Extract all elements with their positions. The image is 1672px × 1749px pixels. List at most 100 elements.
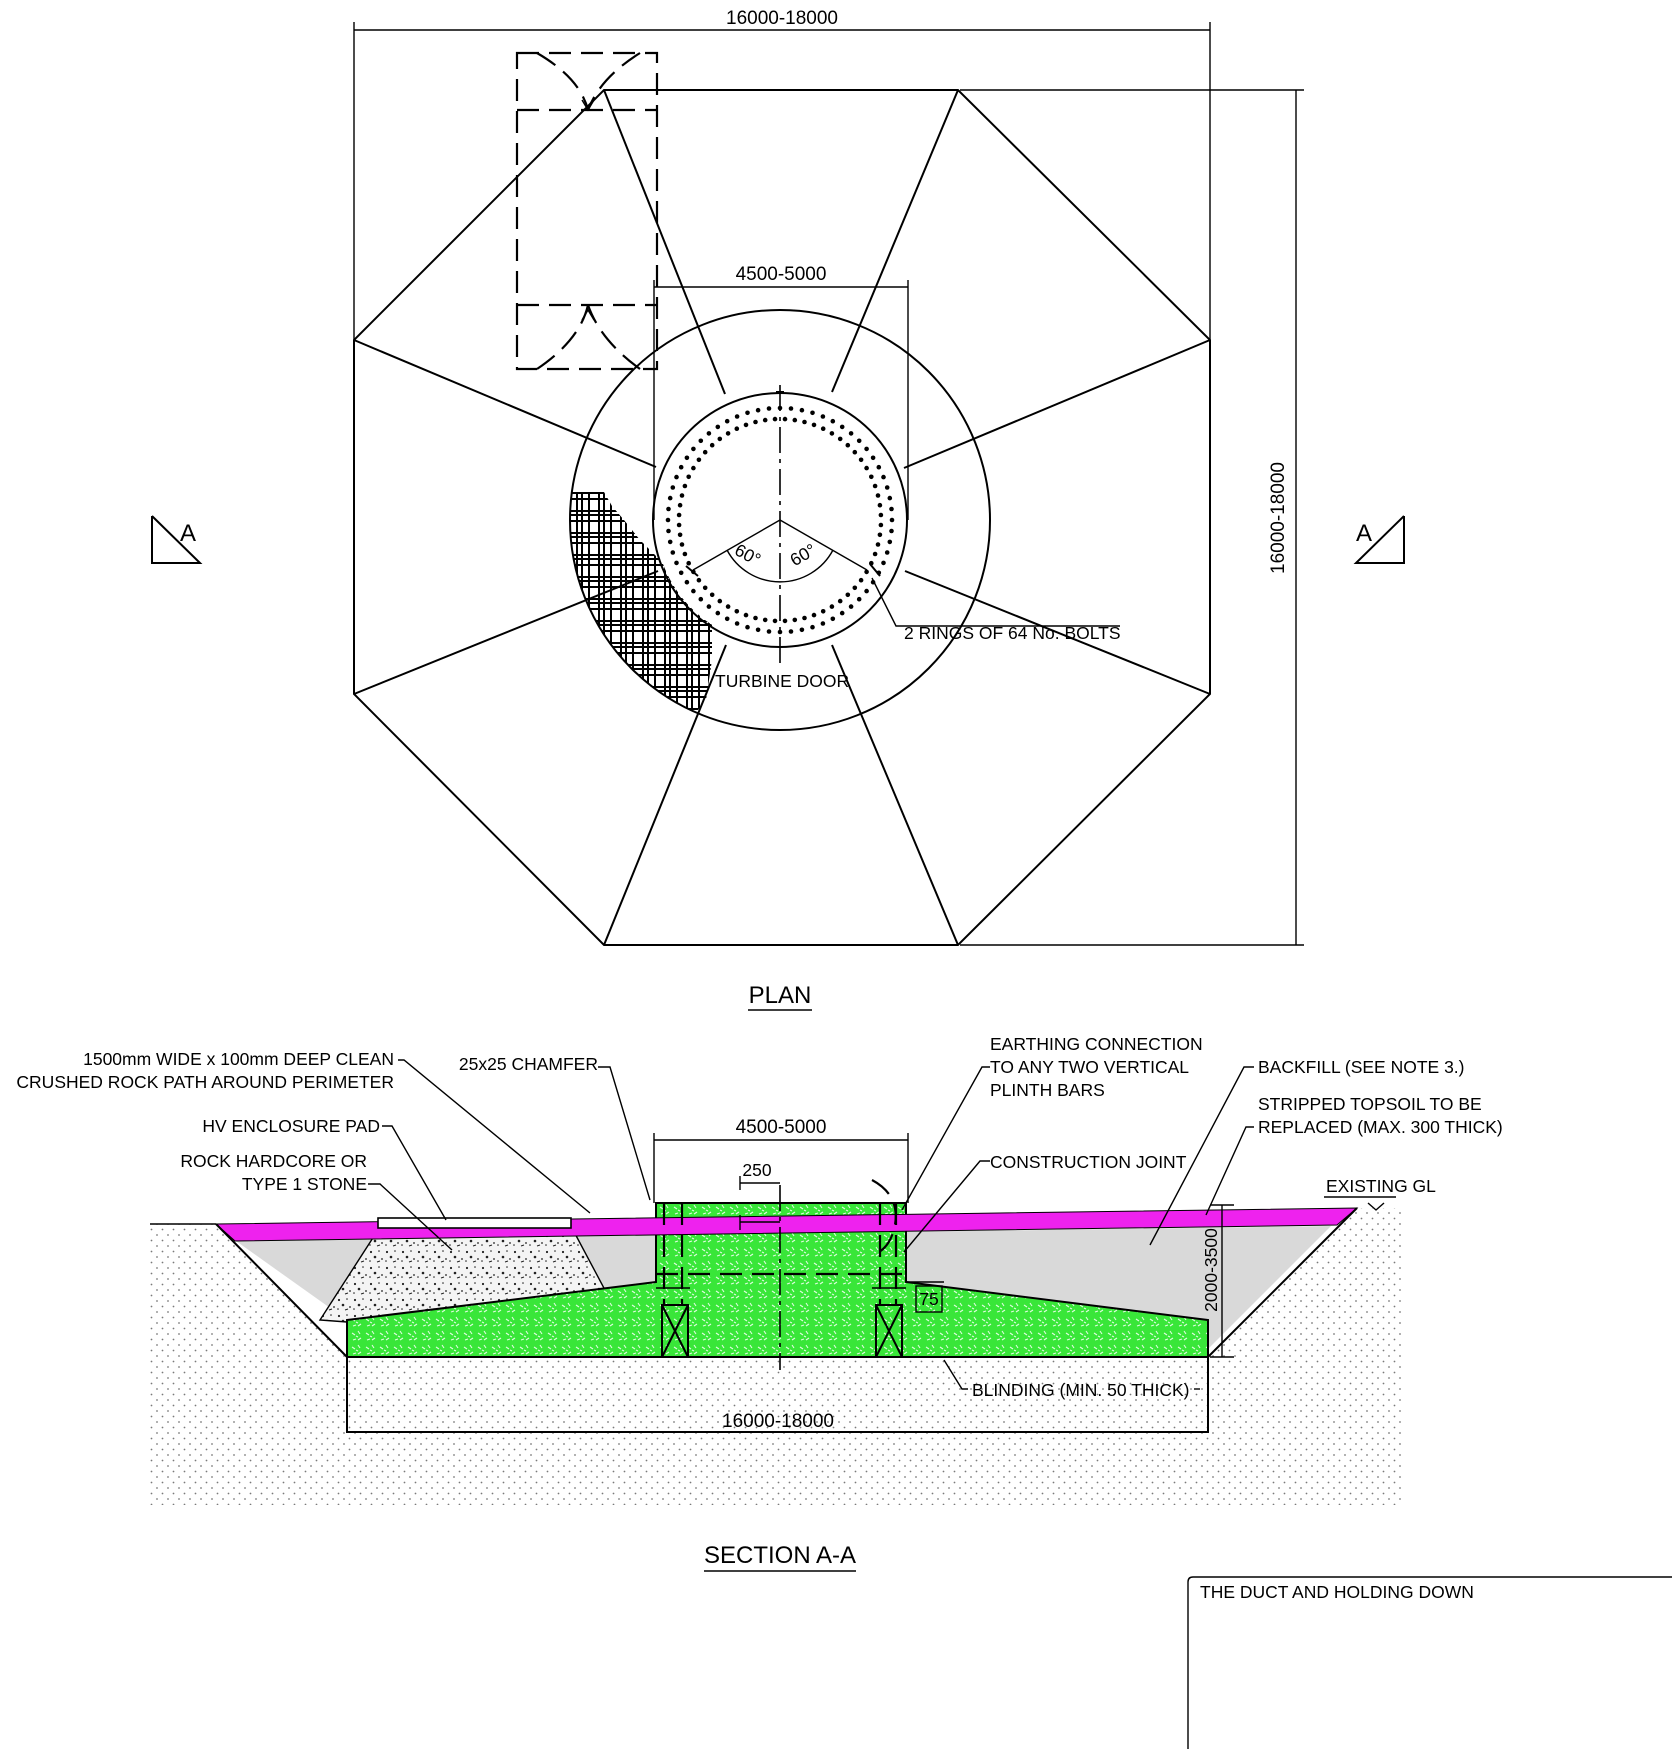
bolt: [858, 577, 864, 583]
base-circle: [569, 309, 991, 731]
bolt: [678, 464, 684, 470]
bolt: [679, 493, 685, 498]
bolt: [887, 495, 893, 501]
section-leaders: [368, 1059, 1396, 1390]
bolt: [684, 455, 690, 461]
bolt: [743, 612, 749, 618]
dim-250-label: 250: [742, 1160, 771, 1180]
hardcore-label-line2: TYPE 1 STONE: [242, 1174, 367, 1194]
dim-250: 250: [739, 1160, 780, 1190]
bolt: [667, 539, 673, 545]
bolt: [715, 610, 721, 616]
bolt: [782, 618, 788, 624]
bolt: [682, 551, 688, 557]
bolt: [877, 502, 883, 508]
bolt: [852, 449, 858, 455]
path-label-line2: CRUSHED ROCK PATH AROUND PERIMETER: [16, 1072, 394, 1092]
bolt: [724, 616, 730, 622]
bolt: [734, 621, 740, 626]
bolt: [691, 588, 696, 594]
backfill-label: BACKFILL (SEE NOTE 3.): [1258, 1057, 1465, 1077]
bolt: [670, 485, 676, 490]
stripped-topsoil: [214, 1207, 1359, 1242]
bolt: [875, 542, 881, 547]
bolt: [670, 550, 676, 555]
bolt: [755, 407, 761, 413]
bolt: [878, 522, 884, 528]
bolt: [696, 577, 702, 583]
bolt: [788, 629, 794, 634]
plan-width-dimension: 16000-18000: [353, 8, 1211, 340]
bolt: [839, 424, 845, 430]
bolt: [725, 431, 731, 436]
bolt: [734, 414, 740, 419]
bolt: [884, 550, 890, 555]
bolt: [884, 485, 890, 490]
bolt: [766, 406, 772, 411]
bolt: [864, 588, 869, 594]
bolt: [755, 627, 761, 633]
plan-plinth-dimension: 4500-5000: [653, 264, 909, 520]
bolt: [864, 465, 869, 471]
bolt: [864, 569, 869, 575]
note-box: THE DUCT AND HOLDING DOWN: [1187, 1576, 1672, 1749]
bolt: [887, 539, 893, 545]
bolt: [772, 416, 778, 422]
bolt: [829, 431, 835, 436]
bolt: [702, 449, 708, 455]
bolt: [858, 457, 864, 463]
bolt: [715, 424, 721, 430]
bolt: [734, 609, 740, 614]
bolt: [691, 465, 696, 471]
bolt: [696, 457, 702, 463]
hv-pad-label: HV ENCLOSURE PAD: [202, 1116, 380, 1136]
bolt: [745, 624, 750, 630]
existing-gl-label: EXISTING GL: [1326, 1176, 1436, 1196]
bolt: [745, 410, 750, 416]
bolt: [674, 560, 679, 566]
bolt-rings: [665, 405, 895, 635]
bolt: [753, 615, 758, 621]
bolt: [876, 464, 882, 470]
bolt: [762, 417, 768, 423]
bolt: [743, 422, 749, 428]
bolt: [845, 592, 851, 598]
bolt: [667, 495, 673, 501]
plan-height-dimension: 16000-18000: [960, 89, 1304, 946]
bolt: [820, 609, 826, 614]
blinding-label: BLINDING (MIN. 50 THICK): [972, 1380, 1190, 1400]
bolt: [792, 417, 798, 423]
plan-title: PLAN: [749, 982, 812, 1009]
bolt: [872, 483, 878, 489]
bolt: [839, 610, 845, 616]
bolt: [666, 528, 671, 534]
bolt: [709, 592, 715, 598]
bolt: [677, 502, 683, 508]
bolt: [848, 431, 854, 436]
bolt: [676, 522, 682, 528]
bolt: [845, 442, 851, 448]
bolt: [877, 532, 883, 538]
section-marker-right: A: [1353, 515, 1405, 564]
bolt: [706, 604, 712, 609]
bolt: [676, 512, 682, 518]
construction-joint-label: CONSTRUCTION JOINT: [990, 1152, 1187, 1172]
bolt: [691, 446, 696, 452]
path-label-line1: 1500mm WIDE x 100mm DEEP CLEAN: [83, 1049, 394, 1069]
bolt: [686, 474, 691, 480]
hv-enclosure-plan: [515, 51, 659, 371]
bolt: [870, 455, 876, 461]
bolt: [811, 612, 817, 618]
bolt: [811, 422, 817, 428]
bolt: [837, 436, 843, 442]
bolt: [802, 419, 807, 425]
bolt: [698, 438, 704, 444]
bolt: [875, 493, 881, 498]
bolt: [889, 506, 894, 512]
bolt: [889, 517, 895, 523]
bolt: [678, 570, 684, 576]
bolt: [820, 426, 826, 432]
bolt: [753, 419, 758, 425]
bolt: [856, 438, 862, 444]
